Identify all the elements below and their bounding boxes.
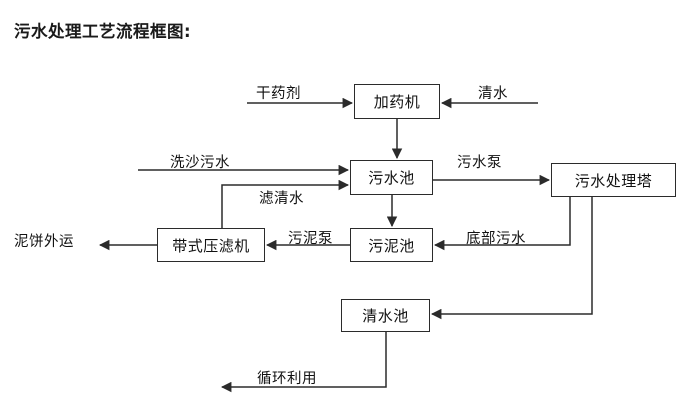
- connector-clear-water-pool-to-reuse: [220, 332, 387, 393]
- node-sludge-pool-label: 污泥池: [368, 236, 415, 255]
- node-clear-water-pool[interactable]: 清水池: [341, 299, 430, 332]
- edge-label-wastewater-pump: 污水泵: [457, 155, 502, 171]
- node-treatment-tower-label: 污水处理塔: [574, 171, 653, 190]
- connector-belt-press-filtrate-to-wastewater-pool: [221, 179, 350, 228]
- node-wastewater-pool[interactable]: 污水池: [350, 160, 433, 195]
- node-wastewater-pool-label: 污水池: [368, 169, 415, 187]
- edge-label-recycling-reuse: 循环利用: [257, 371, 317, 387]
- node-dosing-machine-label: 加药机: [373, 93, 421, 111]
- edge-label-filtered-clear-water: 滤清水: [259, 191, 304, 207]
- edge-label-sludge-pump: 污泥泵: [288, 231, 333, 247]
- node-belt-filter-press[interactable]: 带式压滤机: [157, 228, 265, 262]
- node-sludge-pool[interactable]: 污泥池: [350, 228, 433, 262]
- connector-treatment-tower-to-sludge-pool: [433, 197, 571, 251]
- io-label-dry-chemical: 干药剂: [256, 86, 301, 102]
- io-label-mud-cake-out: 泥饼外运: [14, 234, 74, 250]
- edge-label-sand-wash-wastewater: 洗沙污水: [170, 155, 230, 171]
- node-belt-filter-press-label: 带式压滤机: [172, 236, 250, 255]
- connector-treatment-tower-to-clear-water-pool: [430, 197, 593, 320]
- node-treatment-tower[interactable]: 污水处理塔: [551, 163, 676, 197]
- node-clear-water-pool-label: 清水池: [362, 307, 409, 325]
- edge-label-bottom-wastewater: 底部污水: [466, 231, 526, 247]
- page-title: 污水处理工艺流程框图:: [14, 22, 192, 41]
- io-label-clean-water: 清水: [478, 86, 508, 102]
- node-dosing-machine[interactable]: 加药机: [354, 84, 440, 119]
